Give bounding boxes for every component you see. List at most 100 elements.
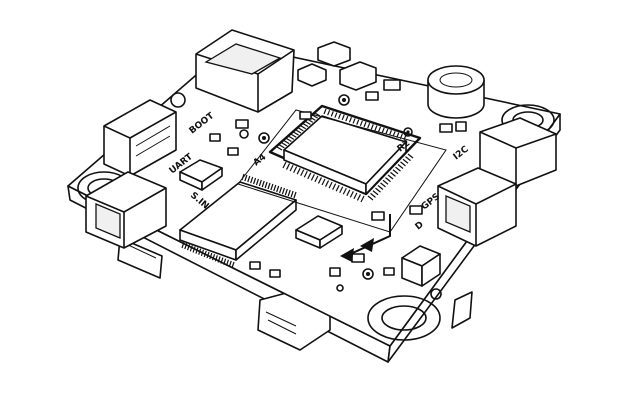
ic-pin: [359, 120, 363, 127]
ic-pin: [231, 261, 235, 269]
ic-pin: [397, 164, 404, 169]
ic-pin: [211, 254, 216, 261]
ic-pin: [288, 135, 295, 140]
right-connector-bottom: [437, 167, 517, 247]
ic-pin: [290, 190, 294, 198]
top-components: [297, 41, 401, 101]
ic-pin: [198, 248, 202, 255]
ic-pin: [387, 174, 394, 180]
ic-pin: [286, 163, 291, 170]
ic-pin: [276, 146, 283, 151]
ic-pin: [402, 158, 409, 164]
ic-pin: [189, 245, 193, 252]
ic-pin: [375, 187, 381, 193]
smd-components: [209, 111, 467, 278]
ic-pin: [349, 191, 354, 198]
ic-pin: [181, 241, 185, 249]
ic-pin: [380, 182, 386, 188]
ic-pin: [244, 174, 248, 182]
ic-pin: [293, 131, 299, 136]
ic-pin: [281, 142, 288, 147]
ic-pin: [217, 256, 221, 263]
ic-pin: [374, 125, 378, 131]
ic-pin: [334, 112, 338, 118]
ic-pin: [348, 117, 353, 123]
ic-pin: [356, 194, 361, 201]
ic-pin: [298, 127, 304, 132]
small-chip-left: [179, 159, 223, 191]
ic-pin: [321, 178, 326, 186]
ic-pin: [282, 161, 287, 169]
ic-pin: [367, 122, 371, 129]
ic-pin: [353, 192, 358, 200]
ic-pin: [279, 144, 285, 149]
ic-pin: [192, 246, 196, 253]
ic-pin: [307, 118, 314, 123]
ic-pin: [339, 186, 344, 193]
ic-pin: [356, 119, 360, 125]
ic-pin: [382, 179, 389, 185]
usb-c-port: [195, 29, 295, 113]
ic-pin: [264, 181, 268, 189]
ic-pin: [195, 247, 199, 254]
ic-pin: [407, 153, 414, 159]
ic-pin: [395, 166, 401, 172]
ic-pin: [300, 169, 305, 176]
ic-pin: [335, 184, 340, 192]
ic-pin: [250, 176, 254, 184]
ic-pin: [337, 113, 342, 119]
ic-pin: [385, 128, 389, 135]
ic-pin: [314, 175, 319, 183]
fiducials: [170, 92, 442, 300]
ic-pin: [360, 195, 365, 203]
ic-pin: [307, 172, 312, 180]
bottom-connector-left: [117, 237, 163, 279]
ic-pin: [289, 164, 294, 172]
ic-pin: [214, 255, 218, 262]
ic-pin: [390, 171, 396, 177]
ic-pin: [247, 175, 251, 183]
ic-pin: [273, 184, 277, 192]
small-chip-center: [295, 215, 343, 249]
ic-pin: [200, 249, 205, 256]
ic-pin: [276, 185, 280, 193]
ic-pin: [296, 167, 301, 175]
ic-pin: [341, 114, 345, 121]
ic-pin: [228, 260, 232, 268]
ic-pin: [388, 130, 393, 136]
inductor: [427, 65, 485, 119]
ic-pin: [372, 190, 379, 196]
ic-pin: [293, 166, 298, 173]
ic-pin: [332, 183, 337, 190]
ic-pin: [325, 180, 330, 187]
ic-pin: [305, 120, 311, 126]
ic-pin: [345, 115, 349, 122]
ic-pin: [377, 126, 382, 132]
ic-pin: [392, 169, 399, 175]
soic-pins: [181, 173, 297, 269]
ic-pin: [286, 137, 292, 143]
ic-pin: [328, 181, 333, 189]
ic-pin: [290, 133, 297, 138]
mcu-chip: [268, 104, 422, 196]
orientation-arrow: [340, 214, 391, 262]
ic-pin: [225, 259, 230, 266]
ic-pin: [206, 251, 210, 259]
ic-pin: [284, 188, 288, 196]
ic-pin: [223, 258, 227, 265]
ic-pin: [261, 180, 265, 188]
ic-pin: [293, 191, 297, 199]
ic-pin: [310, 174, 315, 181]
ic-pin: [405, 156, 411, 162]
ic-pin: [252, 177, 257, 185]
mounting-hole-bottom: [367, 295, 441, 341]
left-connector-top: [103, 99, 177, 177]
ic-pin: [209, 252, 213, 260]
ic-pin: [377, 185, 384, 190]
ic-pin: [346, 189, 351, 197]
ic-pin: [278, 186, 283, 194]
ic-pin: [330, 111, 334, 117]
left-connector-bottom: [85, 171, 167, 249]
ic-pin: [370, 192, 376, 198]
